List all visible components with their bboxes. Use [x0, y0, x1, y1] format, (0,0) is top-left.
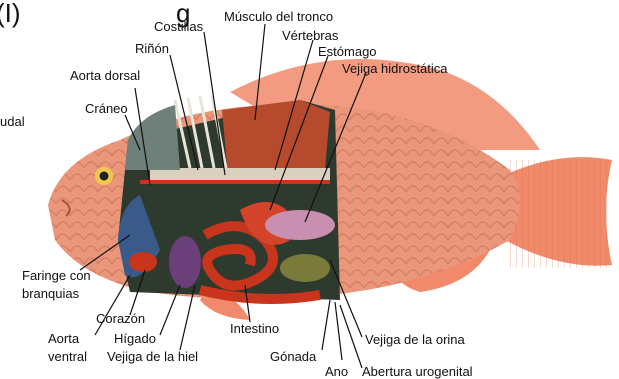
- edge-label: udal: [0, 114, 25, 129]
- label-faringe-1: Faringe con: [22, 268, 91, 283]
- label-faringe-2: branquias: [22, 286, 80, 301]
- label-vejiga-orina: Vejiga de la orina: [365, 332, 466, 347]
- label-corazon: Corazón: [96, 311, 145, 326]
- label-vertebras: Vértebras: [282, 28, 339, 43]
- caudal-fin-rays: [505, 160, 612, 268]
- skull: [125, 105, 180, 170]
- label-vejiga-hidrostatica: Vejiga hidrostática: [342, 61, 448, 76]
- label-higado: Hígado: [114, 331, 156, 346]
- label-aorta-ventral-2: ventral: [48, 349, 87, 364]
- label-aorta-ventral-1: Aorta: [48, 331, 80, 346]
- trunk-muscle: [222, 100, 330, 175]
- label-abertura-urogenital: Abertura urogenital: [362, 364, 473, 379]
- label-vejiga-hiel: Vejiga de la hiel: [107, 349, 198, 364]
- label-ano: Ano: [325, 364, 348, 379]
- label-gonada: Gónada: [270, 349, 317, 364]
- label-estomago: Estómago: [318, 44, 377, 59]
- swim-bladder: [265, 210, 335, 240]
- label-costillas: Costillas: [154, 19, 204, 34]
- label-musculo-tronco: Músculo del tronco: [224, 9, 333, 24]
- heart: [129, 252, 157, 272]
- label-intestino: Intestino: [230, 321, 279, 336]
- gonad: [280, 254, 330, 282]
- header-fragment: (I): [0, 0, 21, 28]
- label-aorta-dorsal: Aorta dorsal: [70, 68, 140, 83]
- label-rinon: Riñón: [135, 41, 169, 56]
- liver: [169, 236, 201, 288]
- label-craneo: Cráneo: [85, 101, 128, 116]
- eye-pupil: [100, 172, 109, 181]
